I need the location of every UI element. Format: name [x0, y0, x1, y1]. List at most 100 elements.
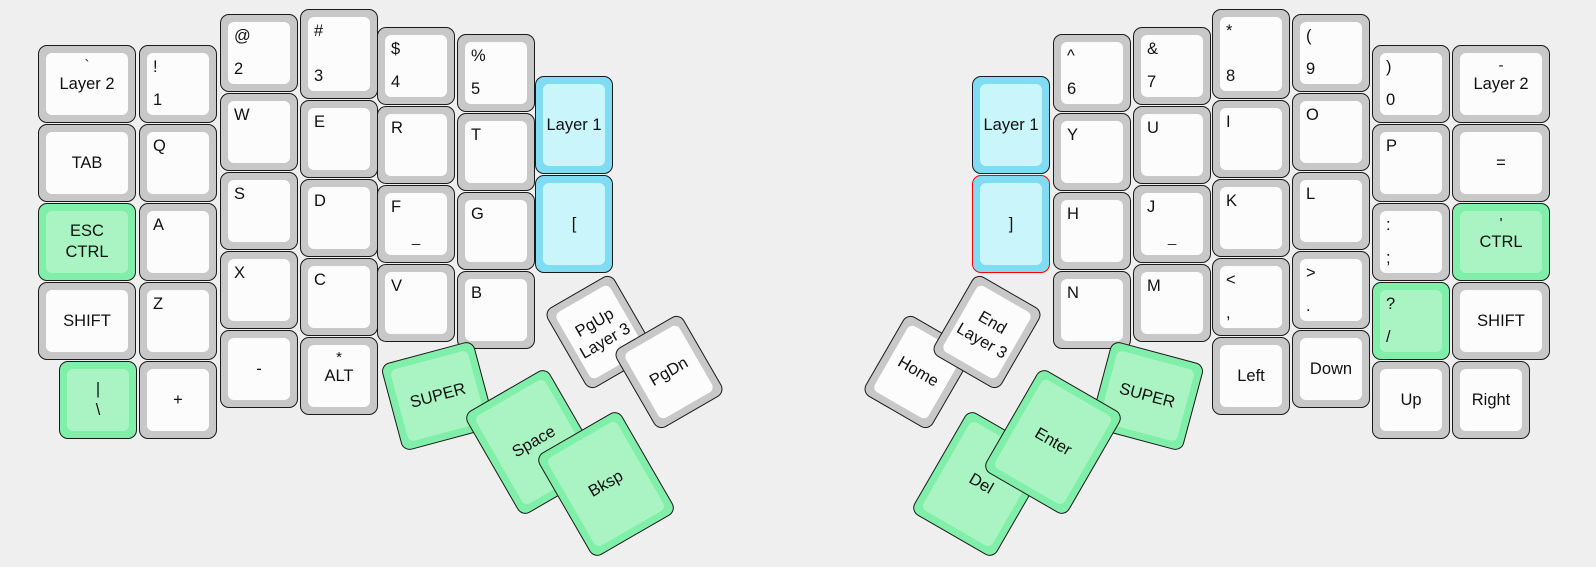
key-legend-shifted: F [391, 198, 402, 216]
key-l-s[interactable]: S [220, 172, 298, 250]
key-l-z[interactable]: Z [139, 282, 217, 360]
key-r-up[interactable]: Up [1372, 361, 1450, 439]
key-l-layer1[interactable]: Layer 1 [535, 76, 613, 174]
key-r-minus-layer2[interactable]: -Layer 2 [1452, 45, 1550, 123]
keycap-surface: = [1460, 132, 1542, 194]
key-l-q[interactable]: Q [139, 124, 217, 202]
key-l-t[interactable]: T [457, 113, 535, 191]
key-legend-shifted: L [1306, 185, 1316, 203]
key-r-m[interactable]: M [1133, 264, 1211, 342]
key-legend-base: / [1386, 327, 1391, 346]
key-l-3[interactable]: #3 [300, 9, 378, 99]
key-l-w[interactable]: W [220, 93, 298, 171]
key-l-lbracket[interactable]: [ [535, 175, 613, 273]
key-legend-shifted: & [1147, 40, 1159, 58]
key-l-2[interactable]: @2 [220, 14, 298, 92]
key-l-r[interactable]: R [377, 106, 455, 184]
key-legend-shifted: E [314, 113, 326, 131]
key-r-h[interactable]: H [1053, 192, 1131, 270]
key-legend-shifted: > [1306, 264, 1316, 282]
keycap-surface: #3 [308, 17, 370, 91]
key-l-x[interactable]: X [220, 251, 298, 329]
key-legend-center: ] [1008, 214, 1014, 233]
key-legend-shifted: J [1147, 198, 1156, 216]
key-legend-shifted: K [1226, 192, 1238, 210]
key-l-v[interactable]: V [377, 264, 455, 342]
key-l-pipe-bslash[interactable]: |\ [59, 361, 137, 439]
key-r-equal[interactable]: = [1452, 124, 1550, 202]
key-r-semicolon[interactable]: :; [1372, 203, 1450, 281]
keycap-surface: Z [147, 290, 209, 352]
keycap-surface: B [465, 279, 527, 341]
key-r-j[interactable]: J_ [1133, 185, 1211, 263]
key-r-comma[interactable]: <, [1212, 258, 1290, 336]
key-l-grave-layer2[interactable]: `Layer 2 [38, 45, 136, 123]
keycap-surface: Up [1380, 369, 1442, 431]
keycap-surface: Right [1460, 369, 1522, 431]
key-l-c[interactable]: C [300, 258, 378, 336]
key-r-o[interactable]: O [1292, 93, 1370, 171]
key-legend-center: Down [1309, 359, 1353, 378]
key-r-8[interactable]: *8 [1212, 9, 1290, 99]
key-r-layer1[interactable]: Layer 1 [972, 76, 1050, 174]
keycap-surface: M [1141, 272, 1203, 334]
key-l-g[interactable]: G [457, 192, 535, 270]
key-legend-shifted: ) [1386, 58, 1392, 76]
key-r-y[interactable]: Y [1053, 113, 1131, 191]
key-l-shift[interactable]: SHIFT [38, 282, 136, 360]
key-l-a[interactable]: A [139, 203, 217, 281]
key-l-b[interactable]: B [457, 271, 535, 349]
key-l-plus[interactable]: + [139, 361, 217, 439]
key-legend-shifted: ^ [1067, 47, 1075, 65]
key-legend-center: Layer 1 [983, 115, 1039, 134]
key-r-k[interactable]: K [1212, 179, 1290, 257]
key-r-l[interactable]: L [1292, 172, 1370, 250]
key-legend-base: , [1226, 303, 1231, 322]
key-legend-base: . [1306, 296, 1311, 315]
key-r-u[interactable]: U [1133, 106, 1211, 184]
key-r-shift[interactable]: SHIFT [1452, 282, 1550, 360]
key-l-f[interactable]: F_ [377, 185, 455, 263]
key-legend-center: SHIFT [1477, 311, 1525, 330]
key-legend-base: 6 [1067, 79, 1077, 98]
key-legend-center: Left [1237, 366, 1265, 385]
key-r-quote-ctrl[interactable]: 'CTRL [1452, 203, 1550, 281]
key-r-slash[interactable]: ?/ [1372, 282, 1450, 360]
key-r-down[interactable]: Down [1292, 330, 1370, 408]
key-l-minus[interactable]: - [220, 330, 298, 408]
key-l-tab[interactable]: TAB [38, 124, 136, 202]
key-r-i[interactable]: I [1212, 100, 1290, 178]
key-r-p[interactable]: P [1372, 124, 1450, 202]
keycap-surface: D [308, 187, 370, 249]
key-l-1[interactable]: !1 [139, 45, 217, 123]
key-l-alt[interactable]: *ALT [300, 337, 378, 415]
key-r-6[interactable]: ^6 [1053, 34, 1131, 112]
key-l-5[interactable]: %5 [457, 34, 535, 112]
key-r-left[interactable]: Left [1212, 337, 1290, 415]
keycap-surface: Bksp [545, 419, 667, 549]
key-legend-base: 1 [153, 90, 163, 109]
key-legend-center: Layer 1 [546, 115, 602, 134]
keycap-surface: TAB [46, 132, 128, 194]
key-r-rbracket[interactable]: ] [972, 175, 1050, 273]
keycap-surface: Down [1300, 338, 1362, 400]
keycap-surface: >. [1300, 259, 1362, 321]
key-r-period[interactable]: >. [1292, 251, 1370, 329]
key-legend-shifted: V [391, 277, 403, 295]
key-l-d[interactable]: D [300, 179, 378, 257]
key-legend-center: = [1496, 153, 1506, 172]
key-l-e[interactable]: E [300, 100, 378, 178]
key-legend-shifted: H [1067, 205, 1079, 223]
keycap-surface: V [385, 272, 447, 334]
key-l-4[interactable]: $4 [377, 27, 455, 105]
key-r-right[interactable]: Right [1452, 361, 1530, 439]
key-legend-shifted: O [1306, 106, 1319, 124]
key-legend-top: ' [1499, 215, 1503, 232]
key-r-0[interactable]: )0 [1372, 45, 1450, 123]
key-r-9[interactable]: (9 [1292, 14, 1370, 92]
key-r-7[interactable]: &7 [1133, 27, 1211, 105]
keycap-surface: Layer 1 [543, 84, 605, 166]
key-r-n[interactable]: N [1053, 271, 1131, 349]
